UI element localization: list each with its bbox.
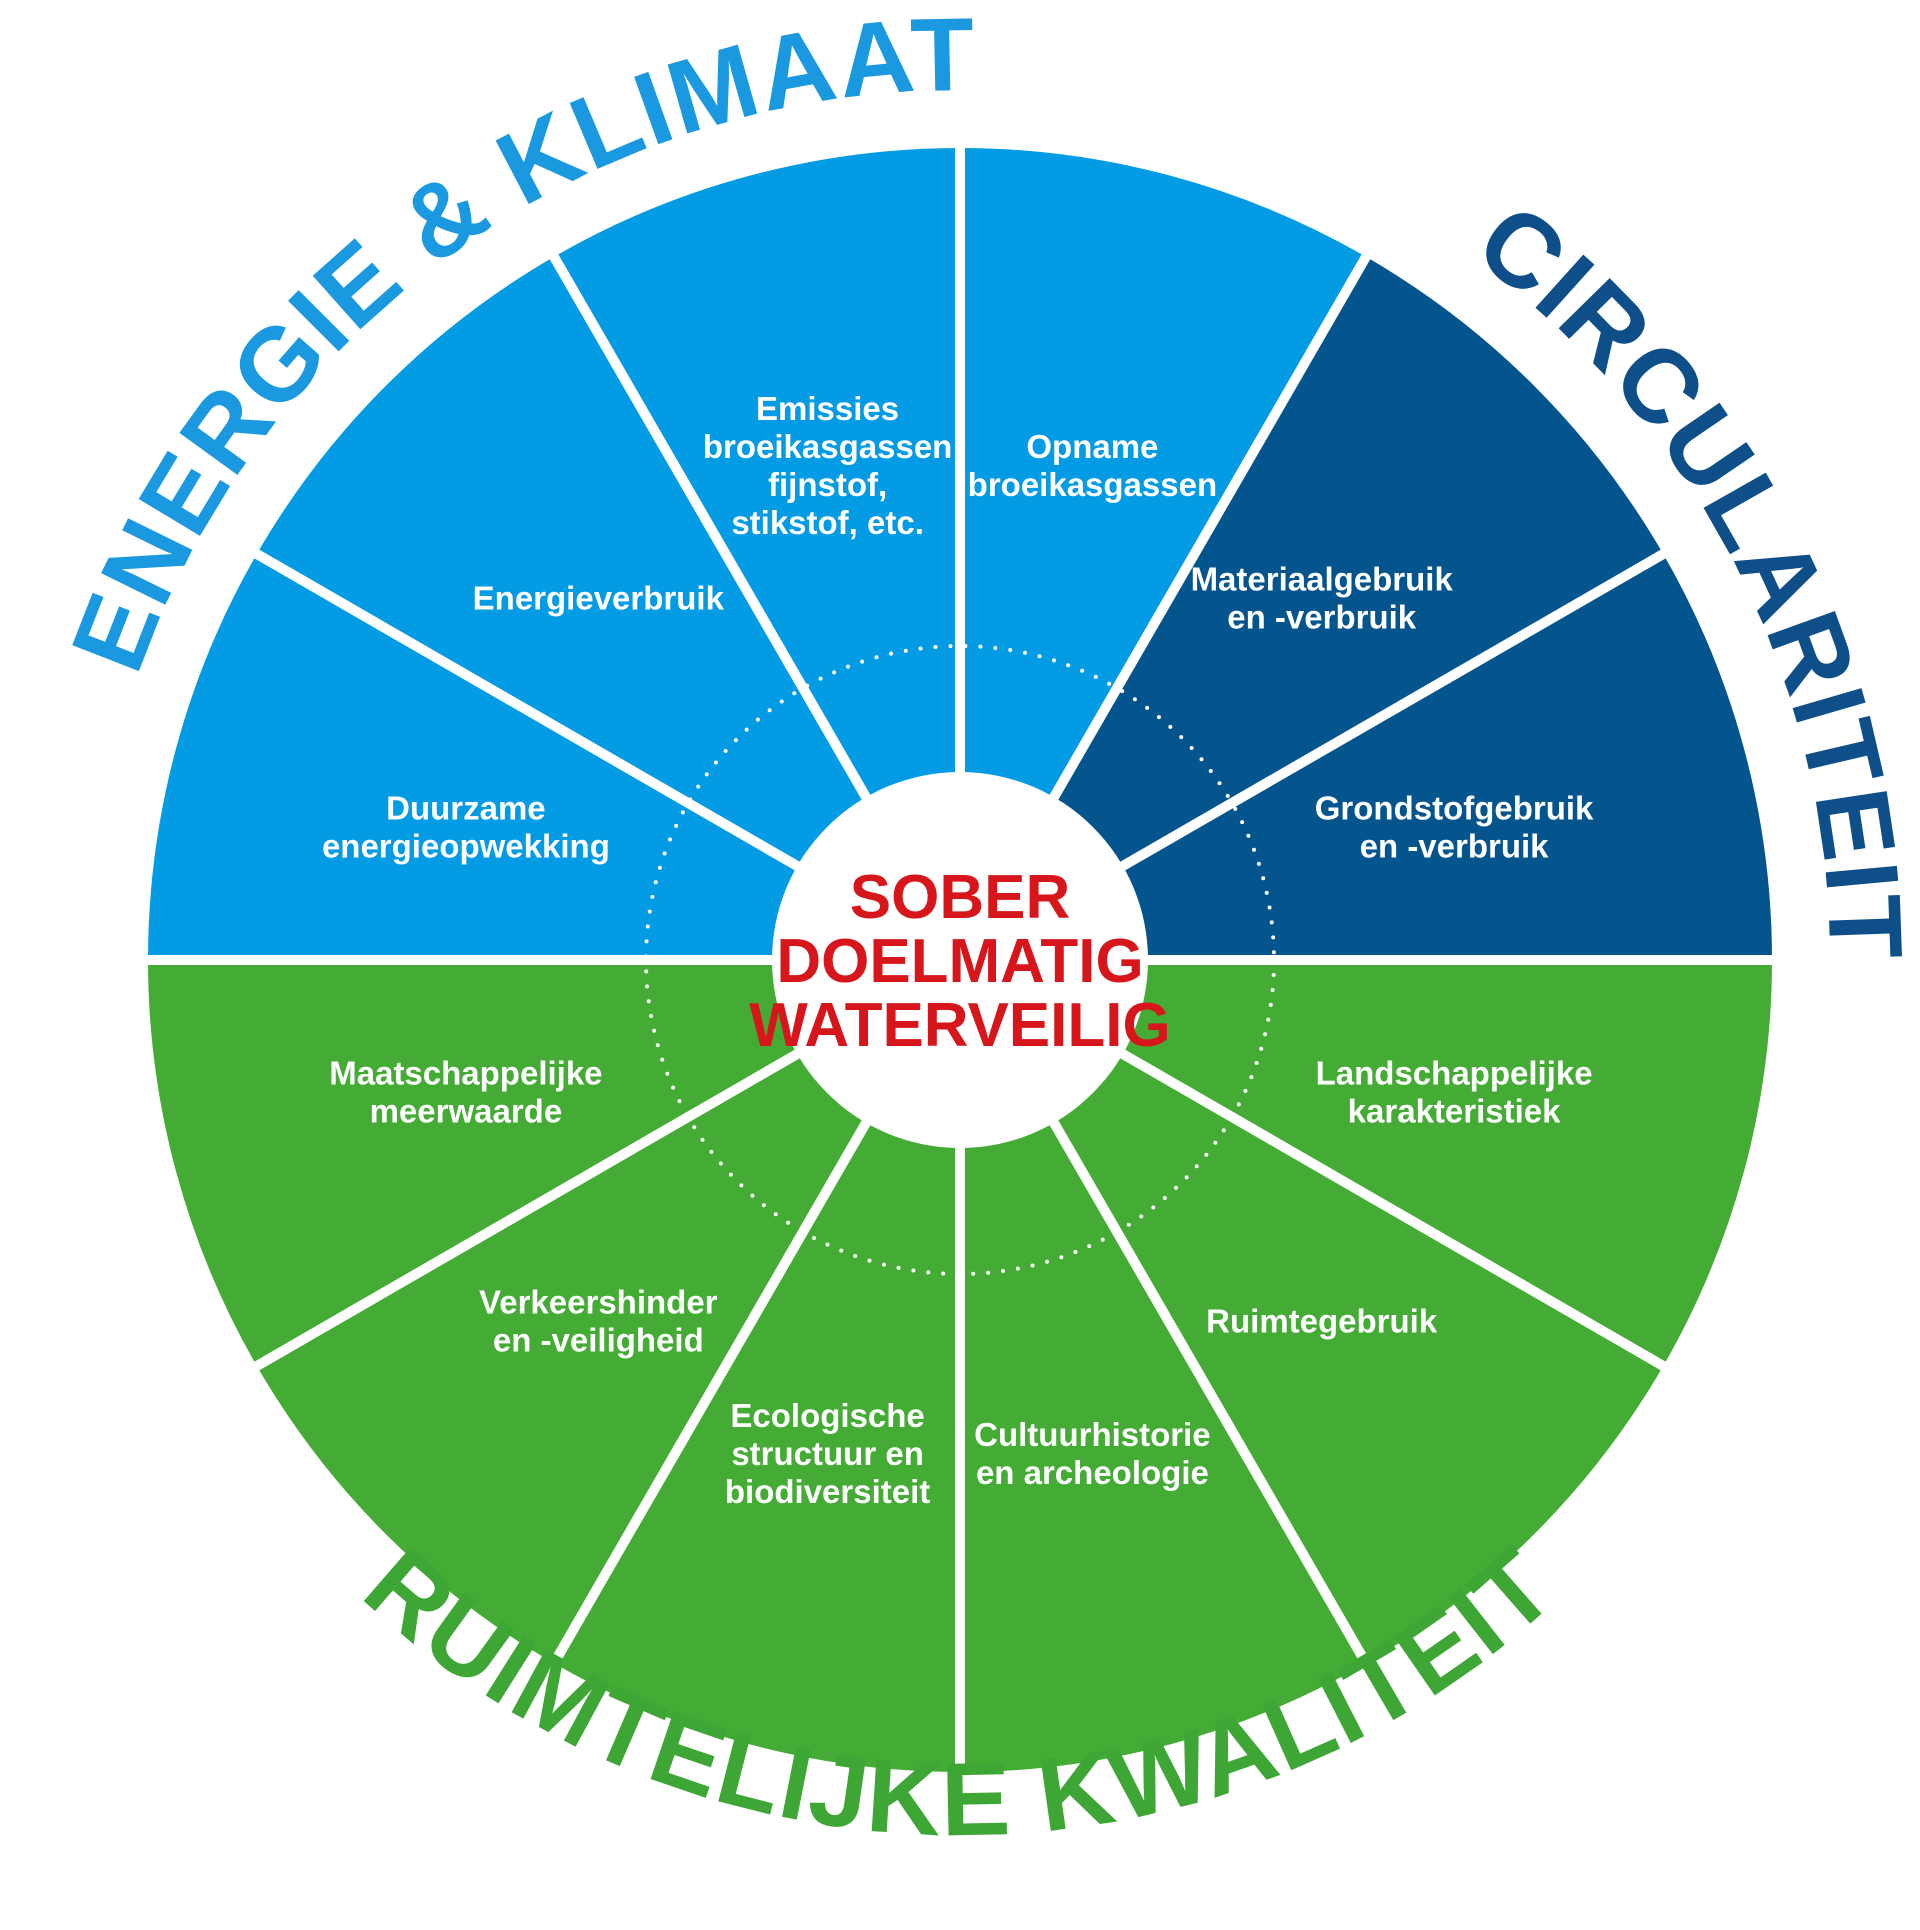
segment-label-line: Energieverbruik: [473, 579, 725, 616]
center-hub: [772, 772, 1148, 1148]
segment-label-line: karakteristiek: [1348, 1092, 1561, 1129]
segment-ruimtelijk: [554, 960, 960, 1772]
segment-label-line: Landschappelijke: [1316, 1054, 1593, 1091]
segment-label-line: Opname: [1026, 428, 1158, 465]
segment-label-line: broeikasgassen: [703, 428, 952, 465]
segment-energie: [960, 148, 1366, 960]
segment-label-line: Ecologische: [730, 1397, 924, 1434]
segment-label-line: Materiaalgebruik: [1191, 560, 1454, 597]
center-label-line: SOBER: [850, 863, 1070, 932]
segment-label-line: structuur en: [731, 1435, 924, 1472]
segment-ruimtelijk: [256, 960, 960, 1664]
segment-circulariteit: [960, 256, 1664, 960]
segment-label-line: fijnstof,: [768, 466, 887, 503]
segment-label-line: en -verbruik: [1360, 828, 1550, 865]
segment-label-line: Ruimtegebruik: [1206, 1303, 1438, 1340]
segment-label-line: Maatschappelijke: [329, 1054, 602, 1091]
dotted-ring: [644, 644, 1276, 1276]
segment-label: Ruimtegebruik: [1206, 1303, 1438, 1340]
segment-energie: [256, 256, 960, 960]
segment-label-line: en archeologie: [976, 1454, 1209, 1491]
segment-label-line: en -verbruik: [1227, 598, 1417, 635]
segment-label-line: Verkeershinder: [479, 1284, 718, 1321]
segment-label-line: stikstof, etc.: [731, 504, 924, 541]
segment-ruimtelijk: [960, 960, 1366, 1772]
segment-label-line: Cultuurhistorie: [974, 1416, 1211, 1453]
segment-label-line: broeikasgassen: [968, 466, 1217, 503]
center-label-line: WATERVEILIG: [749, 991, 1170, 1060]
segment-label-line: biodiversiteit: [725, 1473, 930, 1510]
wheel-segments: [148, 148, 1772, 1772]
segment-ruimtelijk: [960, 960, 1772, 1366]
segment-energie: [148, 554, 960, 960]
segment-label-line: en -veiligheid: [493, 1322, 704, 1359]
segment-energie: [554, 148, 960, 960]
segment-circulariteit: [960, 554, 1772, 960]
segment-ruimtelijk: [148, 960, 960, 1366]
segment-label-line: Grondstofgebruik: [1315, 790, 1594, 827]
segment-label-line: Duurzame: [386, 790, 546, 827]
segment-label-line: Emissies: [756, 390, 899, 427]
segment-label-line: meerwaarde: [370, 1092, 563, 1129]
segment-label-line: energieopwekking: [322, 828, 610, 865]
segment-ruimtelijk: [960, 960, 1664, 1664]
center-label-line: DOELMATIG: [776, 927, 1143, 996]
segment-label: Energieverbruik: [473, 579, 725, 616]
